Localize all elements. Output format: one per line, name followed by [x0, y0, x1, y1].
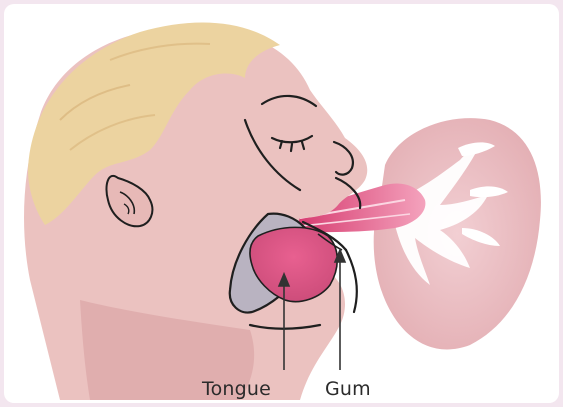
gum-label: Gum: [325, 378, 371, 400]
figure-panel: Tongue Gum: [4, 4, 559, 403]
latch-illustration: [4, 4, 559, 403]
tongue-label: Tongue: [202, 378, 271, 400]
